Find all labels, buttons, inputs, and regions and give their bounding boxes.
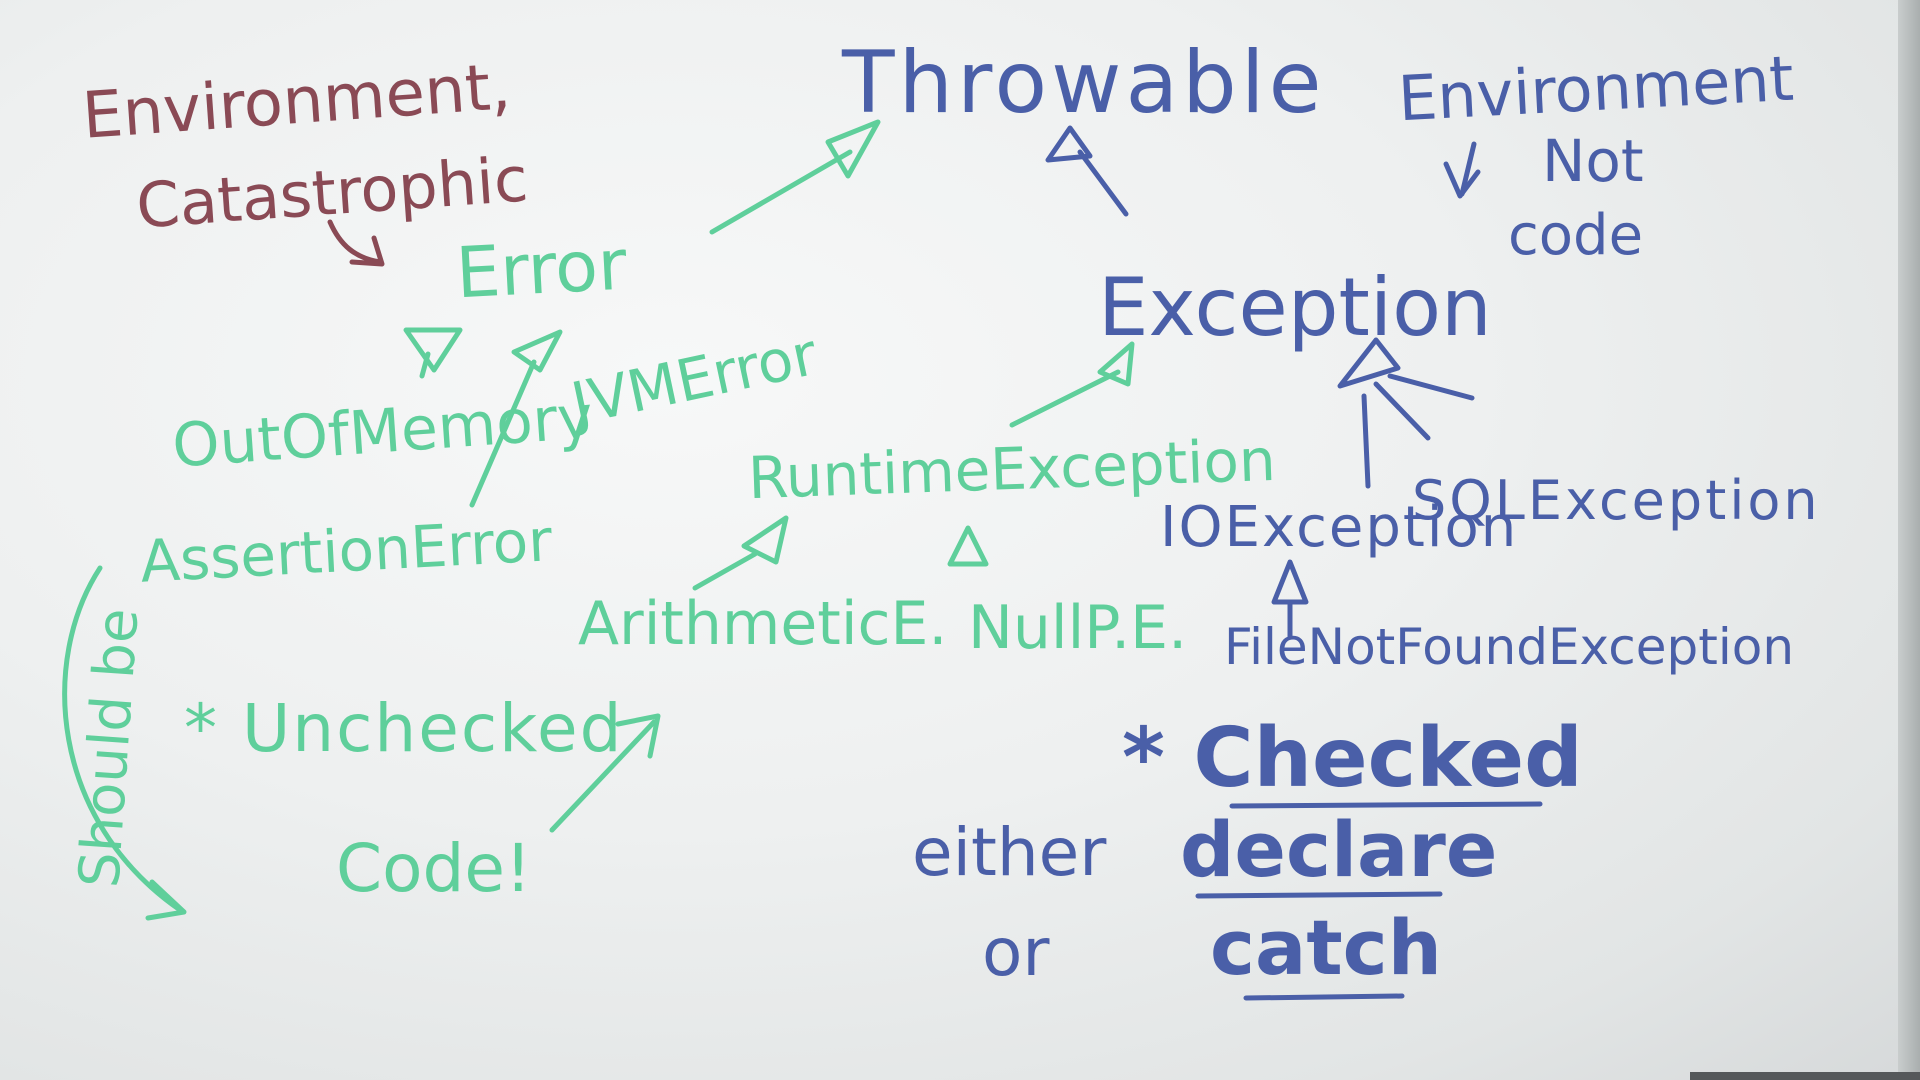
arrow-ioexception-to-exception bbox=[1337, 337, 1401, 489]
arrow-arithmetic-to-runtime bbox=[692, 515, 789, 591]
arrow-filenotfound-to-ioexception bbox=[1271, 559, 1309, 639]
or-label: or bbox=[982, 914, 1050, 991]
arrow-nullpe-to-runtime bbox=[947, 525, 989, 567]
exception-note-line3: code bbox=[1508, 203, 1644, 268]
filenotfound-label: FileNotFoundException bbox=[1224, 618, 1795, 676]
marker-tray bbox=[1690, 1072, 1920, 1080]
code-note: Code! bbox=[336, 830, 532, 907]
arrow-sqlexception-to-exception bbox=[1373, 373, 1475, 441]
either-label: either bbox=[912, 814, 1107, 891]
arrow-exception-to-throwable bbox=[1045, 125, 1129, 217]
unchecked-label: * Unchecked bbox=[184, 690, 624, 767]
catch-underline bbox=[1243, 993, 1405, 1001]
arrow-catastrophic-down bbox=[327, 219, 385, 267]
catch-label: catch bbox=[1210, 903, 1442, 992]
ioexception-label: IOException bbox=[1160, 495, 1519, 560]
declare-label: declare bbox=[1180, 805, 1498, 894]
exception-note-line2: Not bbox=[1542, 127, 1644, 195]
exception-label: Exception bbox=[1098, 261, 1492, 354]
arrow-assertionerror-to-error bbox=[469, 329, 563, 508]
arrow-should-be-code bbox=[62, 565, 187, 921]
board-edge bbox=[1898, 0, 1920, 1080]
checked-label: * Checked bbox=[1122, 711, 1583, 806]
nullpe-label: NullP.E. bbox=[968, 593, 1188, 663]
declare-underline bbox=[1195, 891, 1443, 899]
arrow-code-to-unchecked bbox=[549, 713, 661, 833]
arrow-error-to-throwable bbox=[709, 119, 881, 235]
arrow-outofmemory-to-error bbox=[403, 327, 463, 379]
throwable-label: Throwable bbox=[842, 33, 1326, 133]
arithmetic-label: ArithmeticE. bbox=[578, 589, 948, 659]
arrow-runtime-to-exception bbox=[1009, 341, 1135, 428]
checked-underline bbox=[1229, 801, 1543, 809]
error-label: Error bbox=[453, 223, 629, 315]
sqlexception-label: SQLException bbox=[1412, 469, 1821, 532]
arrow-environment-down bbox=[1443, 141, 1481, 199]
